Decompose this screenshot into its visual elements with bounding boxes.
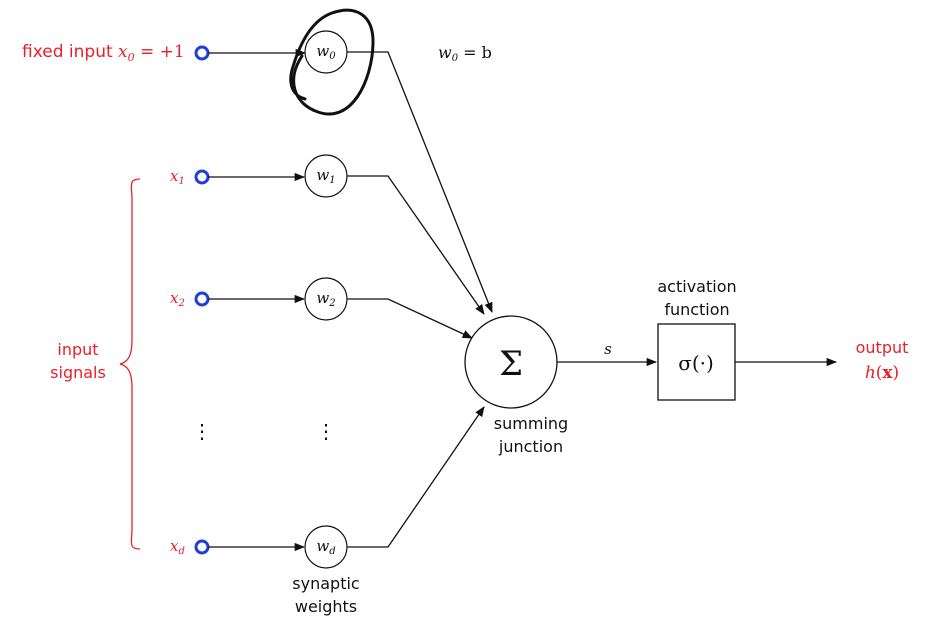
- fixed-input-var: x0 = +1: [118, 42, 185, 64]
- bias-scribble: [289, 8, 375, 116]
- summing-label-line2: junction: [498, 437, 563, 456]
- edge-w2-sum: [347, 298, 473, 339]
- input-label-x1: x1: [170, 167, 185, 187]
- weight-label-w2: w2: [316, 289, 335, 309]
- sum-signal-label: s: [604, 340, 612, 358]
- output-label: output: [856, 338, 909, 357]
- input-node-xd: [194, 539, 210, 555]
- bias-equation: w0 = b: [438, 43, 492, 64]
- activation-label-line2: function: [664, 300, 729, 319]
- synaptic-label-line2: weights: [295, 597, 357, 616]
- edge-wd-sum: [347, 406, 485, 548]
- edge-w0-sum: [347, 51, 493, 313]
- input-signals-line2: signals: [50, 363, 106, 382]
- input-node-x1: [194, 169, 210, 185]
- input-label-x2: x2: [170, 289, 185, 309]
- summing-symbol: Σ: [499, 344, 523, 384]
- fixed-input-label: fixed input: [22, 42, 113, 62]
- weight-ellipsis: ⋮: [316, 419, 336, 443]
- input-label-xd: xd: [170, 537, 185, 557]
- output-function: h(x): [865, 363, 899, 383]
- edge-w1-sum: [347, 175, 485, 315]
- activation-label-line1: activation: [657, 277, 736, 296]
- input-brace: [119, 178, 141, 550]
- synaptic-label-line1: synaptic: [292, 574, 359, 593]
- input-signals-line1: input: [57, 340, 98, 359]
- weight-label-w0: w0: [316, 42, 336, 62]
- weight-label-w1: w1: [316, 166, 335, 186]
- activation-symbol: σ(·): [678, 351, 714, 375]
- summing-label-line1: summing: [494, 414, 568, 433]
- input-node-x0: [194, 45, 210, 61]
- input-node-x2: [194, 291, 210, 307]
- input-ellipsis: ⋮: [192, 419, 212, 443]
- weight-label-wd: wd: [316, 537, 335, 557]
